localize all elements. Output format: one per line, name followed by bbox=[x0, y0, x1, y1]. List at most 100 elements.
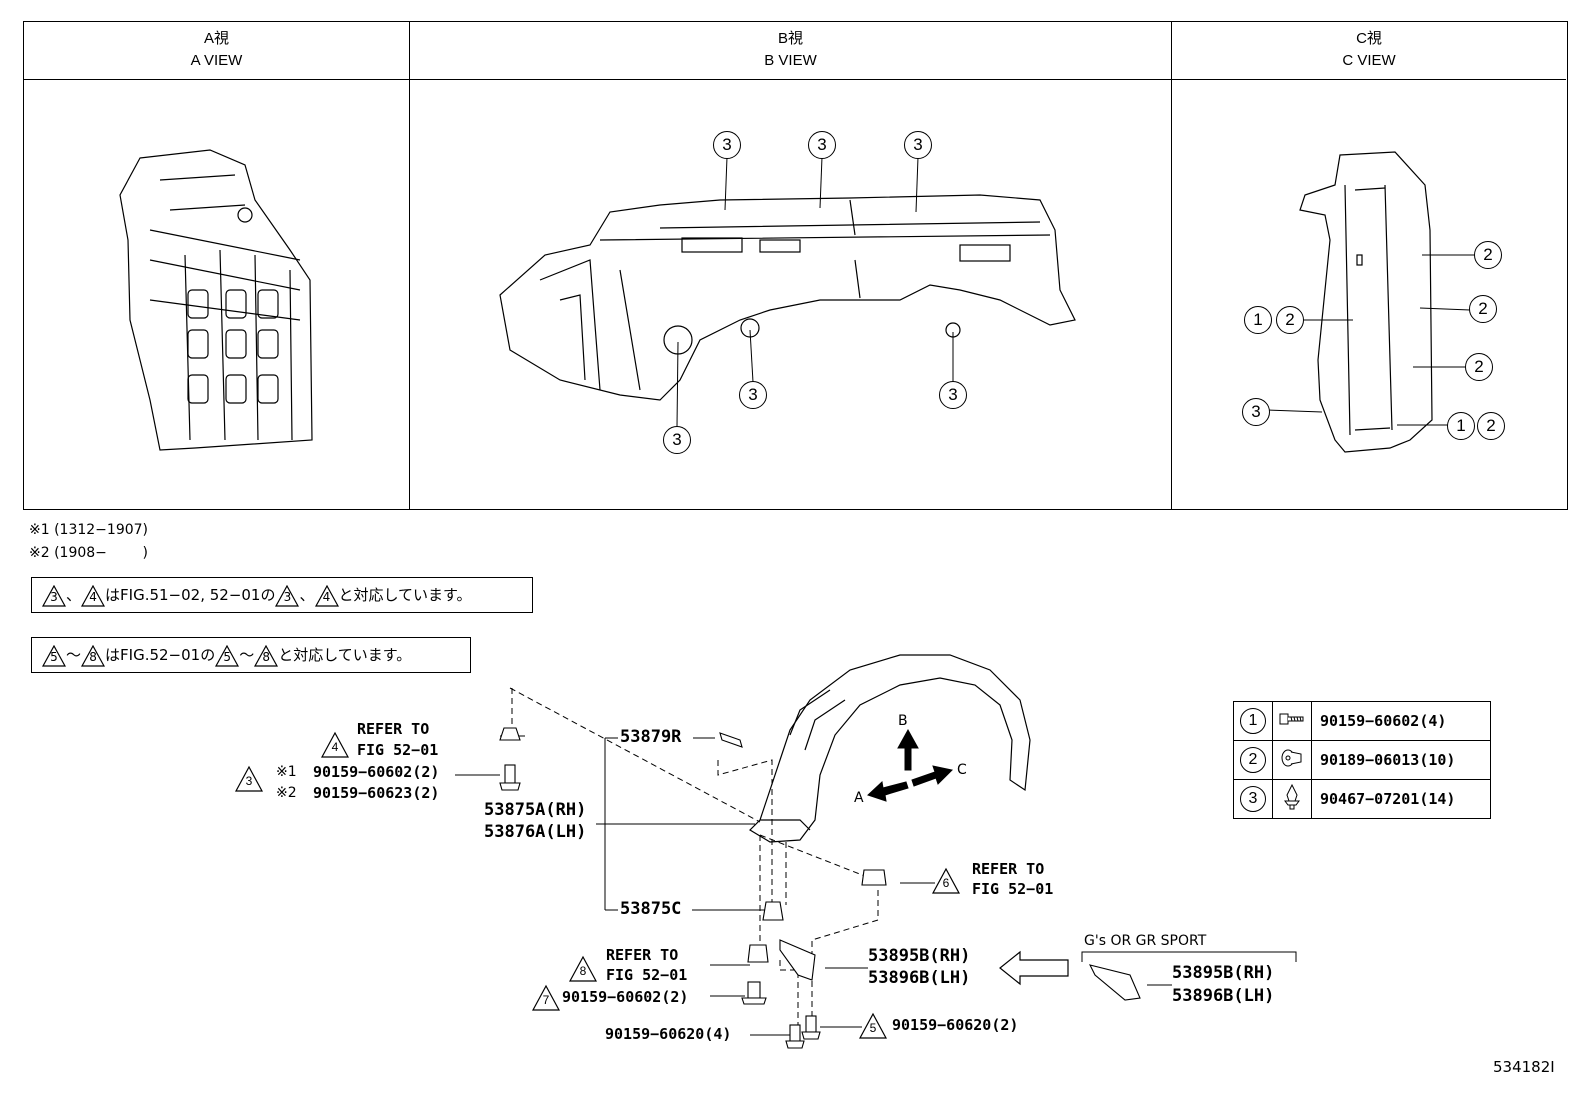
note-a-sep2: 、 bbox=[299, 586, 315, 604]
view-header-a: A視 A VIEW bbox=[24, 22, 409, 80]
legend-row: 1 90159−60602(4) bbox=[1233, 701, 1491, 741]
correspondence-note-b: 5 〜 8 はFIG.52−01の 5 〜 8 と対応しています。 bbox=[31, 637, 471, 673]
refer-fig-label: FIG 52−01 bbox=[606, 966, 688, 984]
note-a-text: はFIG.51−02, 52−01の bbox=[105, 586, 276, 604]
view-header-b: B視 B VIEW bbox=[410, 22, 1171, 80]
legend-part-cell: 90467−07201(14) bbox=[1311, 779, 1491, 819]
mark-2: ※2 bbox=[276, 785, 297, 801]
note-a-sep1: 、 bbox=[66, 586, 82, 604]
callout-b-3c: 3 bbox=[904, 131, 932, 159]
legend-row: 2 90189−06013(10) bbox=[1233, 740, 1491, 780]
callout-b-3b: 3 bbox=[808, 131, 836, 159]
note-a-end: と対応しています。 bbox=[338, 586, 472, 604]
refer-fig-label: FIG 52−01 bbox=[972, 880, 1054, 898]
fender-liner-drawing bbox=[749, 654, 1031, 843]
arrow-label-a: A bbox=[854, 790, 864, 806]
gs-variant-label: G's OR GR SPORT bbox=[1084, 933, 1207, 949]
gs-part-number-53895B: 53895B(RH) bbox=[1172, 963, 1275, 983]
footnote-1: ※1 (1312−1907) bbox=[29, 522, 148, 538]
callout-b-3a: 3 bbox=[713, 131, 741, 159]
screw-icon bbox=[1272, 701, 1312, 741]
view-title-en: C VIEW bbox=[1342, 52, 1396, 69]
grommet-icon bbox=[1272, 740, 1312, 780]
arrow-label-c: C bbox=[957, 762, 967, 778]
refer-fig-label: FIG 52−01 bbox=[357, 741, 439, 759]
tri-label-3: 3 bbox=[245, 774, 253, 788]
correspondence-note-a: 3 、 4 はFIG.51−02, 52−01の 3 、 4 と対応しています。 bbox=[31, 577, 533, 613]
callout-b-3f: 3 bbox=[663, 426, 691, 454]
fasteners bbox=[499, 727, 1141, 1049]
refer-to-label: REFER TO bbox=[972, 860, 1045, 878]
callout-c-2d: 2 bbox=[1465, 353, 1493, 381]
view-table: A視 A VIEW B視 B VIEW C視 C VIEW bbox=[23, 21, 1568, 510]
c-view-panel-drawing bbox=[1299, 151, 1433, 453]
triangle-3-icon: 3 bbox=[275, 584, 300, 607]
b-view-panel-drawing bbox=[499, 194, 1076, 401]
legend-num: 2 bbox=[1240, 747, 1266, 773]
tri-label-8: 8 bbox=[579, 964, 587, 978]
hollow-arrow-icon bbox=[999, 950, 1069, 986]
callout-c-2e: 2 bbox=[1477, 412, 1505, 440]
part-number-53875A: 53875A(RH) bbox=[484, 800, 587, 820]
tri-label-7: 7 bbox=[542, 993, 550, 1007]
view-title-jp: A視 bbox=[203, 30, 229, 47]
triangle-4-icon: 4 bbox=[314, 584, 339, 607]
note-b-sep1: 〜 bbox=[66, 646, 82, 664]
triangle-8-icon: 8 bbox=[254, 644, 279, 667]
legend-num: 3 bbox=[1240, 786, 1266, 812]
gs-part-number-53896B: 53896B(LH) bbox=[1172, 986, 1275, 1006]
callout-b-3e: 3 bbox=[939, 381, 967, 409]
callout-c-3: 3 bbox=[1242, 398, 1270, 426]
view-title-en: A VIEW bbox=[190, 52, 243, 69]
view-title-en: B VIEW bbox=[764, 52, 817, 69]
illustration-ref-code: 534182I bbox=[1493, 1058, 1555, 1076]
legend-part-cell: 90159−60602(4) bbox=[1311, 701, 1491, 741]
view-cell-a: A視 A VIEW bbox=[24, 22, 410, 509]
tri-label-5: 5 bbox=[869, 1021, 877, 1035]
callout-b-3d: 3 bbox=[739, 381, 767, 409]
part-number-53876A: 53876A(LH) bbox=[484, 822, 587, 842]
part-number-53895B: 53895B(RH) bbox=[868, 946, 971, 966]
arrow-label-b: B bbox=[898, 713, 908, 729]
legend-part-number: 90159−60602(4) bbox=[1320, 711, 1447, 730]
footnote-2: ※2 (1908− ) bbox=[29, 545, 148, 561]
note-b-text: はFIG.52−01の bbox=[105, 646, 216, 664]
callout-c-2b: 2 bbox=[1469, 295, 1497, 323]
triangle-markers bbox=[234, 731, 961, 1039]
view-header-c: C視 C VIEW bbox=[1172, 22, 1566, 80]
part-number-90159-60620-4: 90159−60620(4) bbox=[605, 1025, 732, 1043]
part-number-90159-60620-2: 90159−60620(2) bbox=[892, 1016, 1019, 1034]
part-number-90159-60602-b: 90159−60602(2) bbox=[562, 988, 689, 1006]
triangle-3-icon: 3 bbox=[41, 584, 67, 607]
tri-label-6: 6 bbox=[942, 876, 950, 890]
callout-c-1b: 1 bbox=[1447, 412, 1475, 440]
part-number-90159-60602: 90159−60602(2) bbox=[313, 763, 440, 781]
legend-num-cell: 1 bbox=[1233, 701, 1273, 741]
triangle-8-icon: 8 bbox=[81, 644, 106, 667]
callout-c-2c: 2 bbox=[1276, 306, 1304, 334]
view-cell-c: C視 C VIEW bbox=[1172, 22, 1566, 509]
part-number-90159-60623: 90159−60623(2) bbox=[313, 784, 440, 802]
note-b-end: と対応しています。 bbox=[278, 646, 412, 664]
legend-part-number: 90189−06013(10) bbox=[1320, 750, 1456, 769]
refer-to-label: REFER TO bbox=[606, 946, 679, 964]
refer-to-label: REFER TO bbox=[357, 720, 430, 738]
callout-c-2a: 2 bbox=[1474, 241, 1502, 269]
legend-part-cell: 90189−06013(10) bbox=[1311, 740, 1491, 780]
legend-num-cell: 3 bbox=[1233, 779, 1273, 819]
gs-bracket bbox=[1081, 951, 1297, 962]
part-number-53879R: 53879R bbox=[620, 727, 682, 747]
view-title-jp: B視 bbox=[777, 30, 803, 47]
callout-c-1a: 1 bbox=[1244, 306, 1272, 334]
part-number-53896B: 53896B(LH) bbox=[868, 968, 971, 988]
fastener-legend: 1 90159−60602(4) 2 90189−06013(10) 3 904… bbox=[1233, 701, 1491, 819]
mark-1: ※1 bbox=[276, 764, 297, 780]
legend-part-number: 90467−07201(14) bbox=[1320, 789, 1456, 808]
a-view-panel-drawing bbox=[119, 149, 313, 451]
legend-num: 1 bbox=[1240, 708, 1266, 734]
view-title-jp: C視 bbox=[1356, 30, 1382, 47]
triangle-5-icon: 5 bbox=[41, 644, 67, 667]
legend-num-cell: 2 bbox=[1233, 740, 1273, 780]
view-cell-b: B視 B VIEW bbox=[410, 22, 1172, 509]
